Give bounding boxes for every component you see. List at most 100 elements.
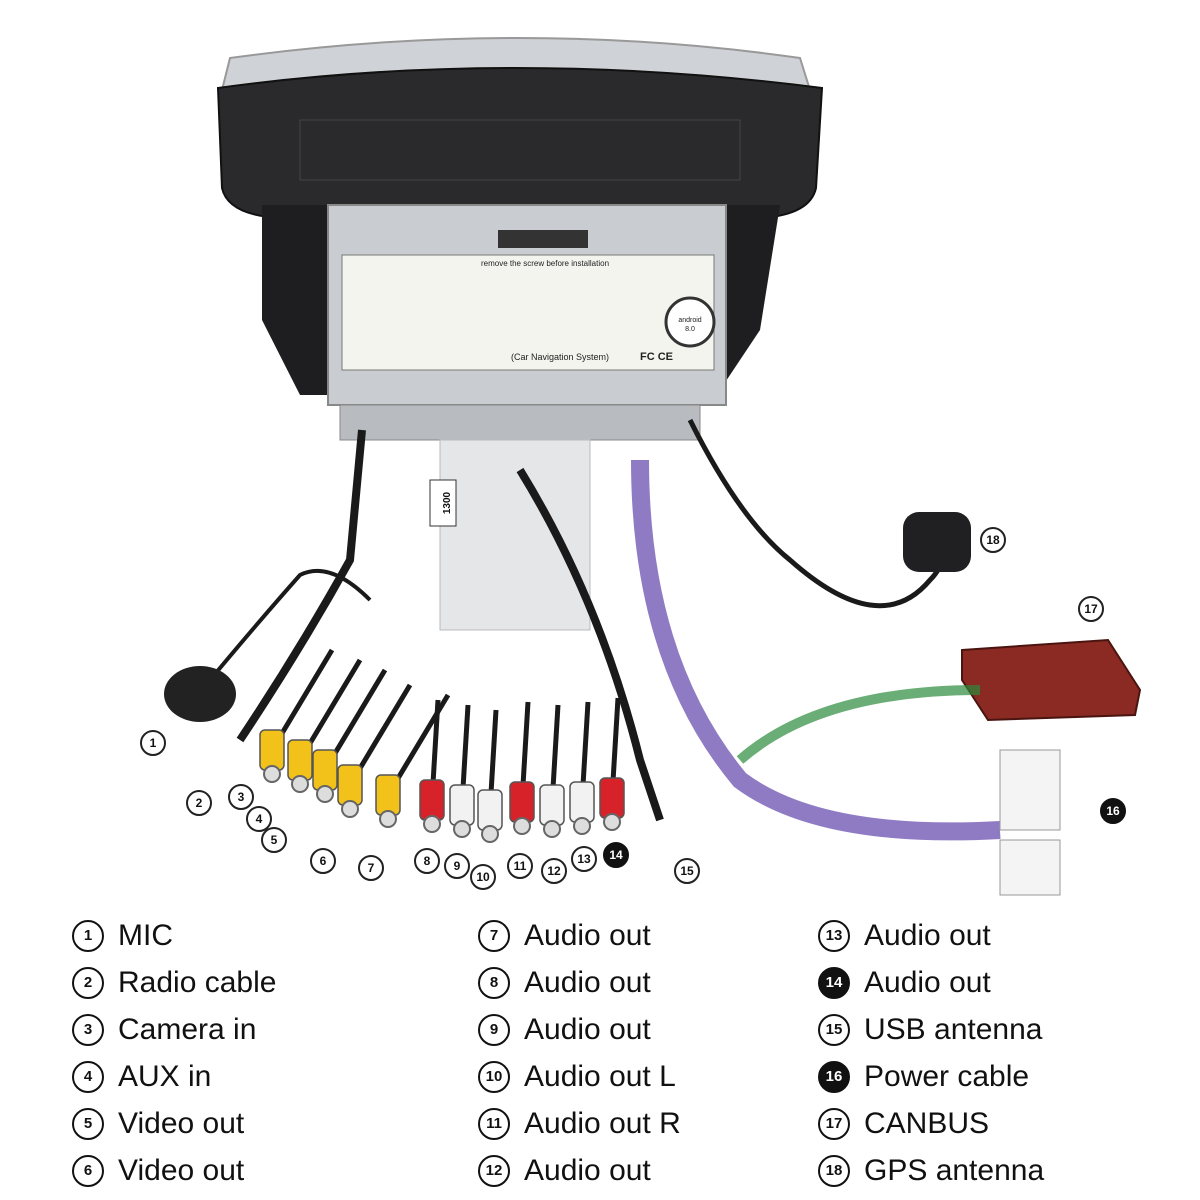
marker-15: 15 [674,858,700,884]
legend-item: 16 Power cable [818,1053,1044,1100]
legend-label: CANBUS [864,1106,990,1140]
marker-7: 7 [358,855,384,881]
rca-plug-video-out-2-tip [341,800,359,818]
marker-8: 8 [414,848,440,874]
rca-plug-audio-out-12-tip [543,820,561,838]
legend-num: 10 [478,1060,510,1093]
legend-num: 16 [818,1060,850,1093]
legend-label: GPS antenna [864,1153,1045,1187]
rca-plug-audio-out-l-tip [481,825,499,843]
mic [164,666,236,722]
rca-plug-aux-in-tip [291,775,309,793]
connector-row [339,404,701,441]
legend-label: USB antenna [864,1012,1043,1046]
rca-plug-audio-out-13 [569,781,595,823]
rca-plug-aux-in [287,739,313,781]
rca-plug-audio-out-14 [599,777,625,819]
legend-item: 5 Video out [72,1100,276,1147]
power-connector-a [999,749,1061,831]
marker-1: 1 [140,730,166,756]
marker-5: 5 [261,827,287,853]
wiring-diagram: remove the screw before installation (Ca… [164,37,1142,896]
legend-item: 4 AUX in [72,1053,276,1100]
barcode [498,230,588,248]
rca-plug-video-out-2 [337,764,363,806]
rca-plug-audio-out-7-tip [379,810,397,828]
legend-num: 12 [478,1154,510,1187]
legend-num: 2 [72,966,104,999]
legend-item: 7 Audio out [478,912,681,959]
marker-14: 14 [603,842,629,868]
rca-plug-video-out-1 [312,749,338,791]
legend-item: 1 MIC [72,912,276,959]
legend-label: Audio out R [524,1106,681,1140]
rca-plug-audio-out-r-tip [513,817,531,835]
power-connector-b [999,839,1061,896]
android-badge [664,296,716,348]
harness-tag [429,479,457,527]
android-version: 8.0 [685,326,695,333]
legend-num: 18 [818,1154,850,1187]
legend-item: 2 Radio cable [72,959,276,1006]
legend-item: 9 Audio out [478,1006,681,1053]
legend-label: MIC [118,918,173,952]
gps-cable [687,418,944,609]
legend-label: Video out [118,1106,245,1140]
marker-9: 9 [444,853,470,879]
marker-18: 18 [980,527,1006,553]
android-badge-text: android [678,317,701,324]
legend-label: Audio out [524,918,651,952]
legend-num: 8 [478,966,510,999]
rca-plug-audio-out-l [477,789,503,831]
legend-num: 17 [818,1107,850,1140]
legend-num: 4 [72,1060,104,1093]
legend-num: 5 [72,1107,104,1140]
legend-num: 13 [818,919,850,952]
legend-num: 1 [72,919,104,952]
legend-num: 15 [818,1013,850,1046]
monitor-back [216,67,824,219]
brand-mark: FC CE [640,351,673,363]
legend-label: Audio out [864,965,991,999]
canbus-harness [736,685,981,764]
legend-label: Video out [118,1153,245,1187]
rca-plug-audio-out-14-tip [603,813,621,831]
legend-label: Power cable [864,1059,1030,1093]
rca-plug-audio-out-9 [449,784,475,826]
rca-plug-audio-out-13-tip [573,817,591,835]
power-harness [631,459,1001,841]
legend-num: 9 [478,1013,510,1046]
install-notice: remove the screw before installation [481,259,609,268]
legend-num: 7 [478,919,510,952]
marker-6: 6 [310,848,336,874]
marker-16: 16 [1100,798,1126,824]
chassis-label [341,254,715,371]
tail-plate [439,439,591,631]
legend-num: 14 [818,966,850,999]
legend-item: 11 Audio out R [478,1100,681,1147]
legend-label: Camera in [118,1012,257,1046]
radio-cable [236,429,366,743]
legend-label: Radio cable [118,965,277,999]
rca-plug-audio-out-7 [375,774,401,816]
marker-13: 13 [571,846,597,872]
rca-plug-audio-out-8-tip [423,815,441,833]
legend-num: 11 [478,1107,510,1140]
legend-label: Audio out [524,965,651,999]
rca-plug-video-out-1-tip [316,785,334,803]
legend-label: AUX in [118,1059,212,1093]
legend-label: Audio out L [524,1059,676,1093]
speaker-grille [299,119,741,181]
legend-num: 3 [72,1013,104,1046]
marker-10: 10 [470,864,496,890]
label-heading: (Car Navigation System) [511,352,609,362]
rca-plug-audio-out-8 [419,779,445,821]
legend-item: 14 Audio out [818,959,1044,1006]
legend-label: Audio out [524,1012,651,1046]
marker-3: 3 [228,784,254,810]
